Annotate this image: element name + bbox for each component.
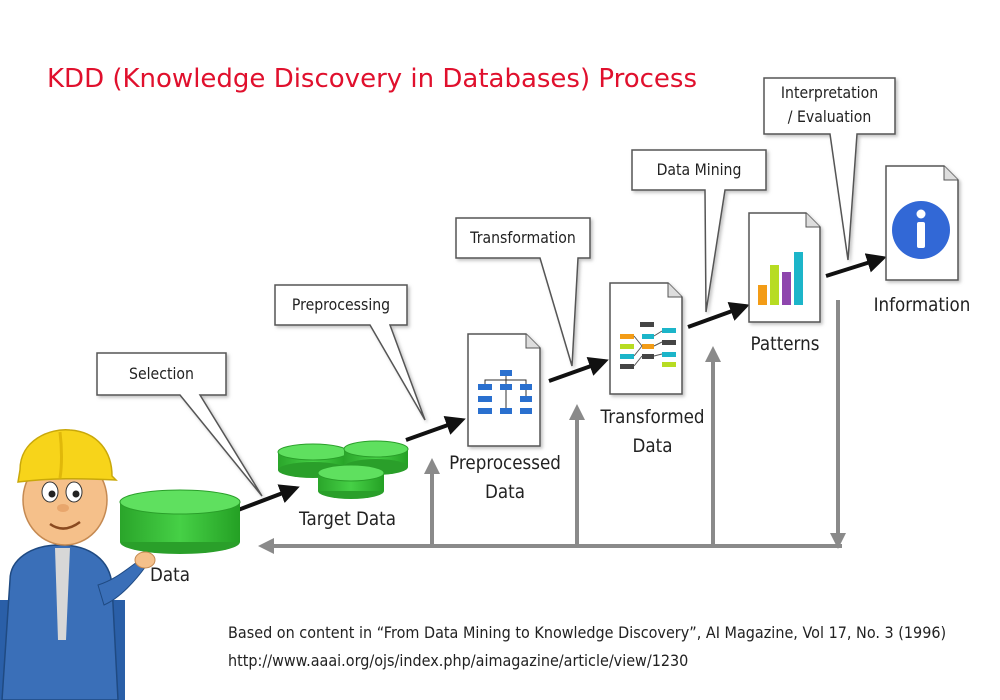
stage-label-transformed-line2: Data: [632, 435, 673, 457]
bar-chart-doc-icon: [748, 212, 821, 323]
page-title: KDD (Knowledge Discovery in Databases) P…: [47, 64, 698, 94]
callout-interpretation: [763, 77, 896, 261]
step-label-selection: Selection: [129, 364, 194, 383]
flowchart-doc-icon: [467, 333, 541, 447]
callout-data-mining: [631, 149, 767, 313]
stage-label-preprocessed-line2: Data: [485, 481, 525, 503]
step-label-interpretation-line1: Interpretation: [780, 83, 879, 102]
callout-preprocessing: [274, 284, 426, 421]
info-doc-icon: [885, 165, 959, 281]
stage-label-data: Data: [150, 564, 190, 586]
callout-transformation: [455, 217, 591, 367]
stage-label-information: Information: [873, 294, 971, 316]
step-label-preprocessing: Preprocessing: [291, 295, 391, 314]
stage-label-transformed-line1: Transformed: [600, 406, 705, 428]
stage-label-patterns: Patterns: [750, 333, 820, 355]
tree-doc-icon: [609, 282, 683, 395]
data-cylinder-icon: [119, 489, 241, 554]
process-arrows: [237, 253, 887, 512]
step-label-data-mining: Data Mining: [656, 160, 742, 179]
target-data-cylinders-icon: [277, 440, 409, 499]
stage-label-target-data: Target Data: [299, 508, 396, 530]
stage-label-preprocessed-line1: Preprocessed: [449, 452, 561, 474]
callout-selection: [96, 352, 263, 497]
source-citation: Based on content in “From Data Mining to…: [228, 623, 947, 642]
source-url: http://www.aaai.org/ojs/index.php/aimaga…: [228, 651, 689, 670]
step-label-transformation: Transformation: [470, 228, 576, 247]
feedback-loop: [258, 300, 846, 554]
worker-character-illustration: [0, 429, 156, 700]
step-label-interpretation-line2: / Evaluation: [787, 107, 872, 126]
